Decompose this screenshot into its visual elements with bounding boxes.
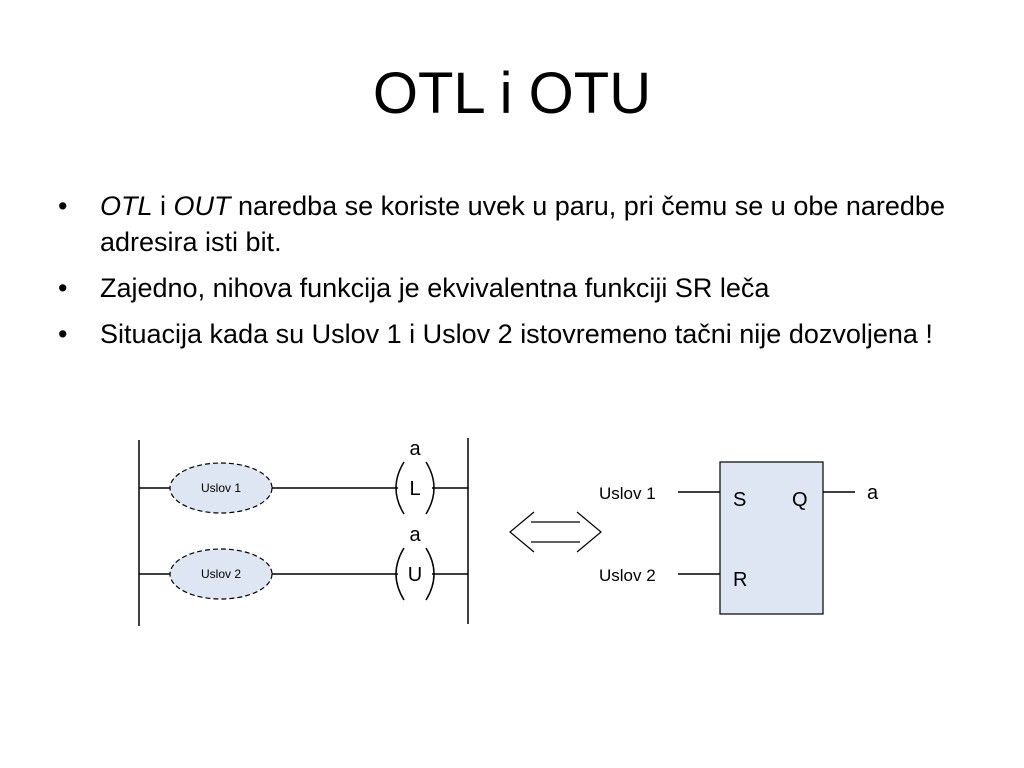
coil-l-right-paren — [425, 461, 435, 515]
bullet-dot: • — [58, 191, 68, 221]
coil-u-left-paren — [395, 547, 405, 601]
equivalence-arrow-icon — [509, 511, 602, 553]
condition-2-shape — [169, 548, 273, 600]
reset-pin-label: R — [733, 569, 747, 591]
sr-input-1-label: Uslov 1 — [599, 484, 656, 503]
condition-2-label: Uslov 2 — [201, 567, 241, 581]
bullet-dot: • — [58, 319, 68, 349]
bullet-3-text: Situacija kada su Uslov 1 i Uslov 2 isto… — [100, 319, 933, 349]
coil-l-letter: L — [409, 478, 420, 500]
bullet-list: • OTL i OUT naredba se koriste uvek u pa… — [58, 188, 978, 362]
sr-input-2-label: Uslov 2 — [599, 566, 656, 585]
bullet-1-and: i — [152, 191, 174, 221]
coil-u-address: a — [409, 524, 421, 546]
bullet-1-out: OUT — [173, 191, 231, 221]
ladder-diagram — [138, 438, 469, 626]
q-pin-label: Q — [792, 489, 808, 511]
sr-latch-wires — [678, 491, 855, 575]
condition-1-label: Uslov 1 — [201, 481, 241, 495]
bullet-item-2: • Zajedno, nihova funkcija je ekvivalent… — [58, 270, 978, 306]
bullet-1-otl: OTL — [100, 191, 153, 221]
bullet-item-1: • OTL i OUT naredba se koriste uvek u pa… — [58, 188, 978, 260]
bullet-1-text: naredba se koriste uvek u paru, pri čemu… — [100, 191, 945, 257]
coil-l-left-paren — [395, 461, 405, 515]
set-pin-label: S — [733, 489, 746, 511]
coil-u-letter: U — [408, 564, 422, 586]
bullet-dot: • — [58, 273, 68, 303]
coil-u-right-paren — [425, 547, 435, 601]
bullet-2-text: Zajedno, nihova funkcija je ekvivalentna… — [100, 273, 770, 303]
sr-latch-block — [719, 461, 824, 615]
bullet-item-3: • Situacija kada su Uslov 1 i Uslov 2 is… — [58, 316, 978, 352]
condition-1-shape — [169, 462, 273, 514]
coil-l-address: a — [409, 438, 421, 460]
slide-title: OTL i OTU — [372, 61, 652, 126]
q-output-label: a — [867, 482, 879, 504]
